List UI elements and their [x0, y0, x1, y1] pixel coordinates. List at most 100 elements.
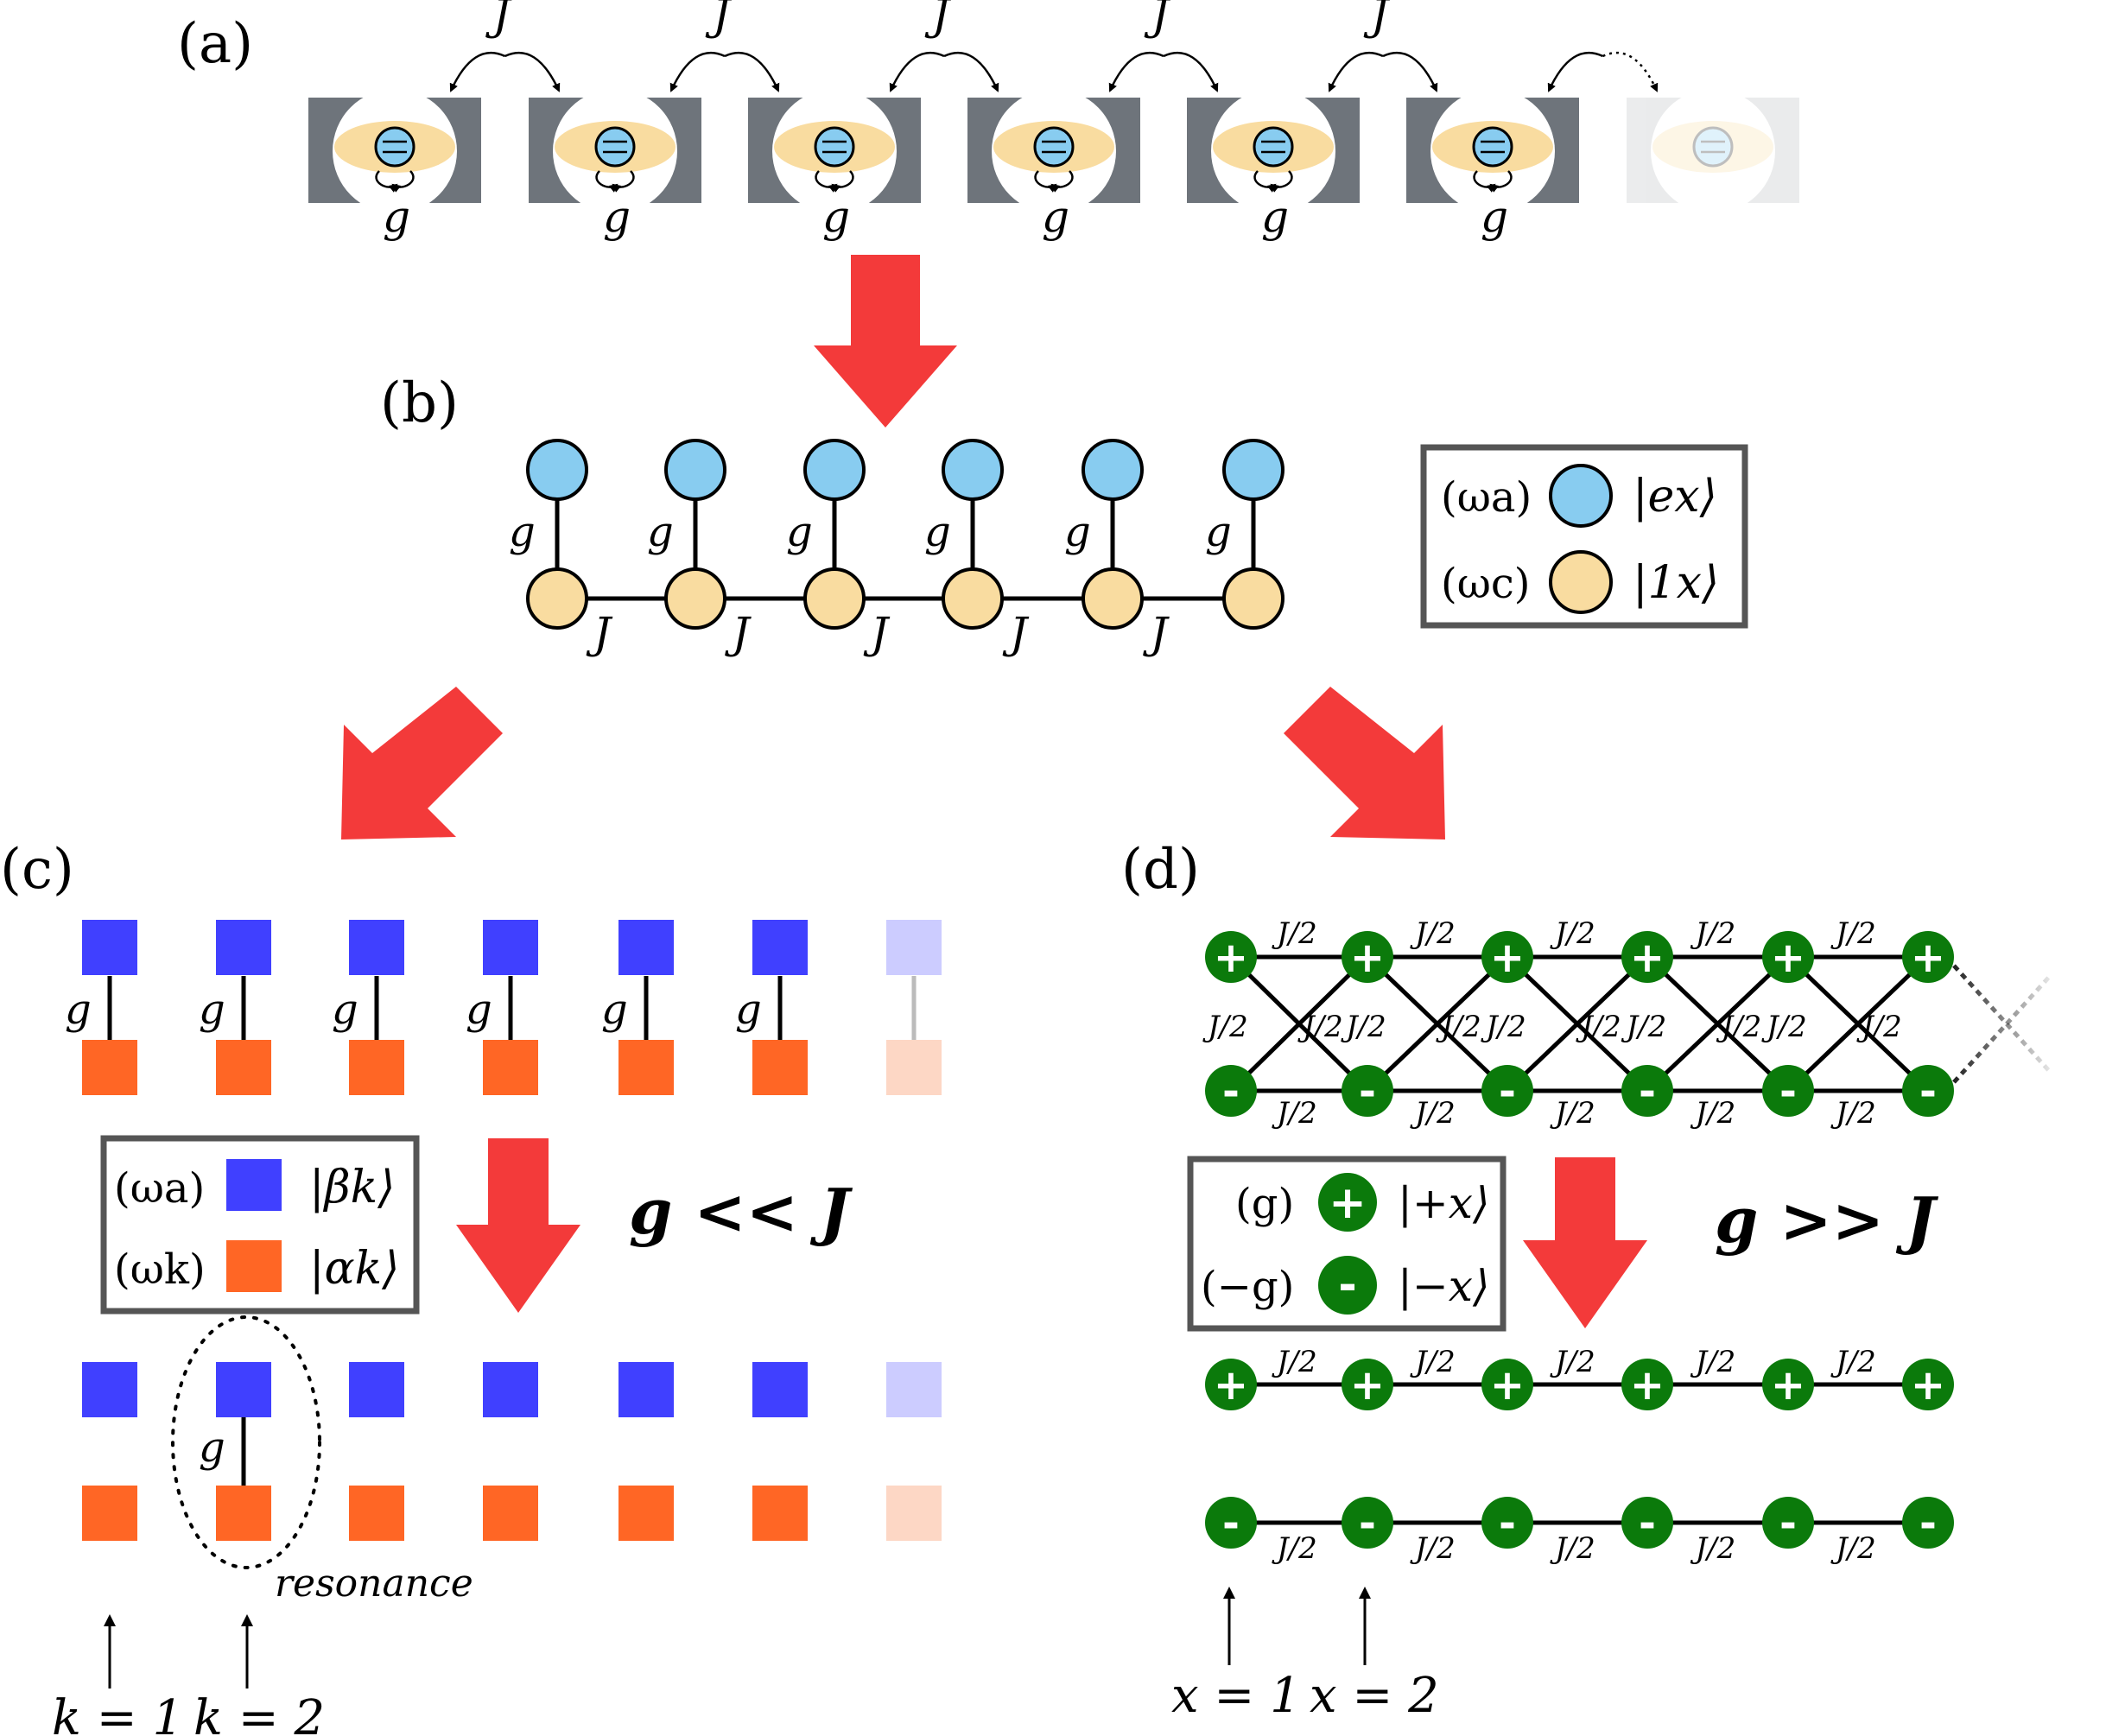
minus-sign: - — [1222, 1068, 1240, 1116]
atom-icon — [814, 126, 855, 168]
plus-node — [1902, 1359, 1954, 1410]
J-half-label: J/2 — [1341, 1010, 1386, 1044]
legend-c-state-atom: |βk⟩ — [309, 1162, 395, 1213]
plus-sign: + — [1214, 934, 1248, 982]
J-half-label: J/2 — [1550, 916, 1595, 951]
plus-sign: + — [1911, 1361, 1945, 1410]
legend-b-freq-atom: (ωa) — [1441, 473, 1532, 522]
J-half-label: J/2 — [1436, 1010, 1481, 1044]
cavity-cell: g — [967, 89, 1140, 242]
legend-d-state-minus: |−x⟩ — [1398, 1261, 1489, 1311]
mode-square — [82, 1040, 137, 1095]
atom-node — [664, 439, 726, 501]
bond-cross — [1366, 955, 1509, 1093]
hop-arrow-icon — [1328, 51, 1384, 92]
g-label: g — [647, 508, 674, 556]
atom-icon — [1033, 126, 1075, 168]
g-label: g — [1261, 192, 1289, 242]
atom-square — [216, 1362, 271, 1417]
resonance-label: resonance — [275, 1562, 473, 1606]
plus-node — [1762, 931, 1814, 983]
J-label: J — [1363, 0, 1391, 40]
cavity-cell — [1627, 89, 1799, 213]
J-half-label: J/2 — [1690, 1345, 1736, 1379]
g-label: g — [65, 985, 92, 1034]
J-label: J — [586, 608, 613, 658]
x2-label: x = 2 — [1310, 1668, 1439, 1724]
atom-square — [752, 1362, 808, 1417]
plus-sign: + — [1630, 1361, 1665, 1410]
atom-node — [1082, 439, 1144, 501]
atom-square — [216, 920, 271, 975]
plus-node — [1481, 931, 1533, 983]
mode-square — [349, 1486, 404, 1541]
cavity-mirror — [1627, 98, 1799, 203]
mode-square — [483, 1040, 538, 1095]
atom-icon — [594, 126, 636, 168]
minus-sign: - — [1639, 1068, 1656, 1116]
plus-sign: + — [1911, 934, 1945, 982]
J-label: J — [485, 0, 513, 40]
plus-node — [1205, 1359, 1257, 1410]
plus-sign: + — [1771, 1361, 1805, 1410]
g-label: g — [601, 985, 628, 1034]
J-half-label: J/2 — [1272, 1531, 1317, 1566]
hop-arrow-icon — [724, 51, 780, 92]
atom-icon — [374, 126, 415, 168]
g-label: g — [1042, 192, 1069, 242]
minus-sign: - — [1222, 1499, 1240, 1548]
minus-sign: - — [1639, 1499, 1656, 1548]
g-label: g — [199, 985, 225, 1034]
orange-square-icon — [226, 1240, 282, 1292]
minus-node — [1481, 1065, 1533, 1117]
coupling-arrow-icon — [1270, 170, 1293, 193]
plus-node — [1621, 931, 1673, 983]
minus-node — [1621, 1065, 1673, 1117]
bond-cross — [1506, 955, 1649, 1093]
plus-sign: + — [1771, 934, 1805, 982]
minus-sign: - — [1499, 1068, 1516, 1116]
legend-b-state-atom: |ex⟩ — [1633, 471, 1717, 523]
plus-sign: + — [1490, 1361, 1525, 1410]
minus-node — [1342, 1497, 1393, 1549]
bond-cross — [1229, 955, 1369, 1093]
k2-label: k = 2 — [193, 1690, 325, 1736]
atom-icon — [1472, 126, 1513, 168]
hop-arrow-icon — [669, 51, 726, 92]
plus-node — [1481, 1359, 1533, 1410]
J-half-label: J/2 — [1410, 916, 1456, 951]
minus-node — [1481, 1497, 1533, 1549]
J-half-label: J/2 — [1550, 1096, 1595, 1131]
legend-d-freq-plus: (g) — [1235, 1180, 1294, 1228]
mode-square — [886, 1040, 942, 1095]
legend-c-freq-mode: (ωk) — [114, 1245, 206, 1294]
minus-sign: - — [1359, 1068, 1376, 1116]
plus-node — [1621, 1359, 1673, 1410]
cavity-cell: g — [1406, 89, 1579, 242]
atom-square — [886, 920, 942, 975]
cavity-circle-icon — [1549, 550, 1613, 614]
g-label: g — [199, 1423, 225, 1472]
plus-sign: + — [1329, 1177, 1367, 1229]
minus-sign: - — [1919, 1068, 1937, 1116]
coupling-arrow-icon — [391, 170, 415, 193]
minus-node — [1205, 1065, 1257, 1117]
J-half-label: J/2 — [1830, 916, 1876, 951]
plus-sign: + — [1490, 934, 1525, 982]
blue-square-icon — [226, 1159, 282, 1211]
cavity-node — [664, 567, 726, 630]
mode-square — [483, 1486, 538, 1541]
J-label: J — [1144, 0, 1171, 40]
cavity-cell: g — [1187, 89, 1360, 242]
hop-arrow-icon — [1382, 51, 1438, 92]
g-label: g — [822, 192, 850, 242]
hop-arrow-icon — [889, 51, 945, 92]
legend-b: (ωa) |ex⟩ (ωc) |1x⟩ — [1420, 444, 1748, 629]
J-half-label: J/2 — [1761, 1010, 1807, 1044]
plus-sign: + — [1350, 934, 1385, 982]
hop-arrow-icon — [1547, 51, 1604, 92]
